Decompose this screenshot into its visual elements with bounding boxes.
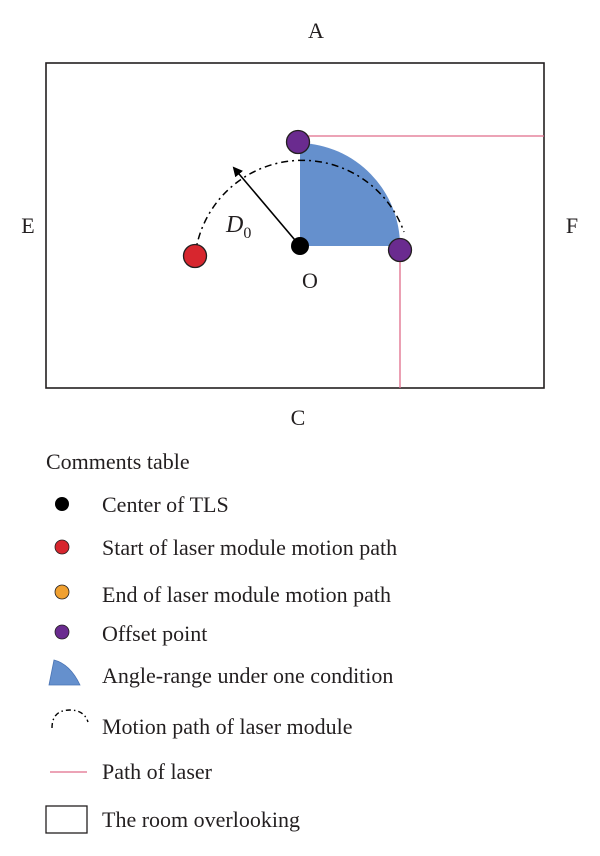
legend-label-room: The room overlooking (102, 807, 300, 832)
blue-sector-icon (48, 659, 81, 686)
legend-label-start-point: Start of laser module motion path (102, 535, 397, 560)
orange-dot-icon (54, 584, 70, 600)
legend-label-offset-point: Offset point (102, 621, 207, 646)
angle-range-sector (300, 143, 400, 246)
radius-label: D0 (225, 212, 251, 242)
purple-dot-icon (54, 624, 70, 640)
room-outline (45, 62, 545, 389)
legend-label-laser-path: Path of laser (102, 759, 213, 784)
black-dot-icon (55, 497, 69, 511)
legend-label-angle-range: Angle-range under one condition (102, 663, 393, 688)
center-point (291, 237, 309, 255)
center-label: O (302, 268, 318, 293)
wall-label-left: E (21, 213, 34, 238)
offset-point-top (285, 129, 311, 155)
legend-title: Comments table (46, 449, 190, 474)
start-point (182, 243, 208, 269)
radius-label-subscript: 0 (243, 225, 251, 242)
legend-label-motion-path: Motion path of laser module (102, 714, 353, 739)
dashdot-arc-icon (51, 709, 89, 729)
red-dot-icon (54, 539, 70, 555)
legend-label-center-of-tls: Center of TLS (102, 492, 229, 517)
wall-label-right: F (566, 213, 578, 238)
offset-point-right (387, 237, 413, 263)
radius-arrow (232, 166, 301, 247)
wall-label-top: A (308, 18, 324, 43)
legend-label-end-point: End of laser module motion path (102, 582, 391, 607)
rectangle-icon (45, 805, 88, 834)
wall-label-bottom: C (291, 405, 306, 430)
